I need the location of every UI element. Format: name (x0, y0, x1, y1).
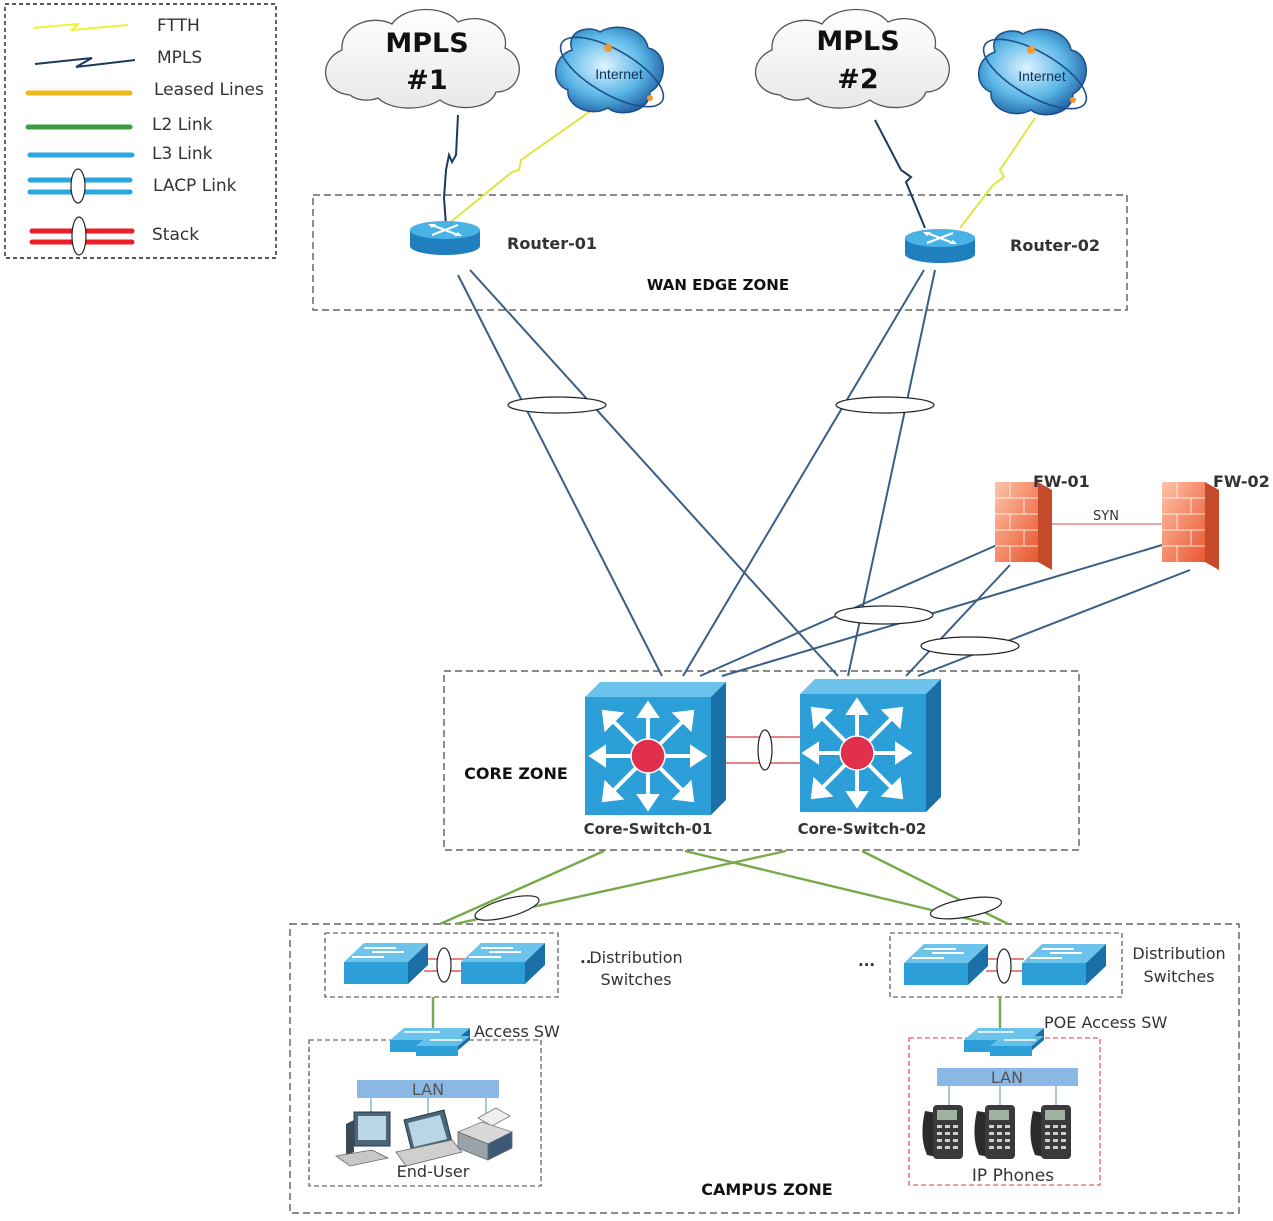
fw-01-label: FW-01 (1033, 472, 1090, 491)
dist-switch-right-2-icon (1022, 944, 1106, 985)
legend-box (4, 3, 277, 259)
access-switch-left-icon (390, 1028, 470, 1056)
core-switch-02-icon (800, 679, 941, 812)
fw2-core1-link (721, 544, 1163, 677)
mpls1-cloud-label-line1: MPLS (385, 28, 468, 59)
legend: FTTH MPLS Leased Lines L2 Link L3 Link L… (4, 3, 277, 259)
fw-02-label: FW-02 (1213, 472, 1270, 491)
legend-lacp-label: LACP Link (153, 176, 237, 196)
core-switch-02-label: Core-Switch-02 (798, 820, 927, 838)
dist-right-label-line2: Switches (1143, 967, 1214, 986)
mpls2-cloud: MPLS #2 (755, 8, 950, 109)
access-right-box (908, 1037, 1101, 1186)
dist-left-label-line1: Distribution (589, 948, 682, 967)
router2-core1-link (682, 269, 925, 677)
internet2-globe-icon: Internet (977, 28, 1088, 116)
lacp-router2-ellipse (835, 396, 935, 414)
core-switch-01-icon (585, 682, 726, 815)
router-02-icon (903, 227, 977, 265)
wan-edge-zone-label: WAN EDGE ZONE (647, 276, 789, 294)
mpls2-circuit (874, 119, 926, 229)
end-user-label: End-User (397, 1162, 470, 1181)
fw-01-icon (995, 482, 1052, 570)
legend-mpls-symbol (34, 57, 136, 68)
legend-mpls-label: MPLS (157, 48, 202, 68)
poe-access-sw-label: POE Access SW (1044, 1013, 1167, 1032)
dist-switch-right-1-icon (904, 944, 988, 985)
dist-left-ellipsis: .. (580, 949, 591, 967)
mpls1-cloud: MPLS #1 (325, 8, 520, 109)
dist-right-ellipsis: ... (858, 952, 875, 970)
lacp-fw2-ellipse (920, 636, 1020, 656)
mpls1-cloud-label-line2: #1 (406, 65, 447, 96)
desktop-pc-icon (334, 1111, 391, 1167)
legend-l2-label: L2 Link (152, 115, 213, 135)
access-sw-label: Access SW (474, 1022, 560, 1041)
ip-phones-label: IP Phones (972, 1166, 1054, 1186)
dist-switch-left-2-icon (461, 943, 545, 984)
dist-right-stack-link (986, 948, 1024, 984)
legend-leased-label: Leased Lines (154, 80, 264, 100)
lacp-fw1-ellipse (834, 605, 934, 625)
router1-core2-link (469, 269, 839, 677)
internet1-globe-icon: Internet (554, 26, 665, 114)
router-02-label: Router-02 (1010, 236, 1100, 255)
legend-stack-label: Stack (152, 225, 199, 245)
core1-dist-left-link-a (439, 849, 605, 926)
fw2-core2-link (917, 569, 1191, 677)
distribution-left-box (324, 932, 559, 998)
ip-phone-3-icon (1030, 1105, 1071, 1159)
lacp-router1-ellipse (507, 396, 607, 414)
dist-right-label-line1: Distribution (1132, 944, 1225, 963)
l2-links (431, 849, 1009, 1030)
fw-sync-label: SYN (1093, 509, 1119, 524)
printer-icon (456, 1107, 514, 1161)
laptop-icon (395, 1109, 463, 1167)
ip-phone-2-icon (974, 1105, 1015, 1159)
core-zone-label: CORE ZONE (464, 764, 568, 783)
mpls1-circuit (442, 114, 459, 226)
lacp-dist-right-ellipse (929, 896, 1003, 920)
legend-lacp-symbol (27, 168, 133, 204)
legend-l3-label: L3 Link (152, 144, 213, 164)
mpls2-cloud-label-line1: MPLS (816, 26, 899, 57)
fw1-core2-link (905, 564, 1011, 677)
lan-right-drops (948, 1086, 1057, 1106)
campus-zone-box (289, 923, 1240, 1214)
fw-02-icon (1162, 482, 1219, 570)
lan-right-label: LAN (991, 1068, 1023, 1087)
lan-left-label: LAN (412, 1080, 444, 1099)
router-01-icon (408, 219, 482, 257)
router1-core1-link (457, 274, 663, 677)
internet2-ftth-circuit (959, 117, 1036, 229)
access-switch-right-icon (964, 1028, 1044, 1056)
core-switch-01-label: Core-Switch-01 (584, 820, 713, 838)
legend-ftth-label: FTTH (157, 16, 200, 36)
internet1-label: Internet (595, 66, 643, 82)
ip-phone-1-icon (922, 1105, 963, 1159)
dist-switch-left-1-icon (344, 943, 428, 984)
internet1-ftth-circuit (446, 109, 593, 226)
dist-left-label-line2: Switches (600, 970, 671, 989)
dist-left-stack-link (424, 947, 465, 983)
mpls2-cloud-label-line2: #2 (837, 64, 878, 95)
wan-edge-zone-box (312, 194, 1128, 311)
lan-right-bar (937, 1068, 1078, 1086)
lacp-dist-left-ellipse (474, 895, 540, 921)
distribution-right-box (889, 932, 1123, 998)
lan-left-bar (357, 1080, 499, 1098)
internet2-label: Internet (1018, 68, 1066, 84)
l3-links (425, 233, 1191, 677)
campus-zone-label: CAMPUS ZONE (701, 1180, 832, 1199)
legend-stack-symbol (29, 216, 135, 256)
legend-ftth-symbol (32, 22, 129, 32)
router-01-label: Router-01 (507, 234, 597, 253)
